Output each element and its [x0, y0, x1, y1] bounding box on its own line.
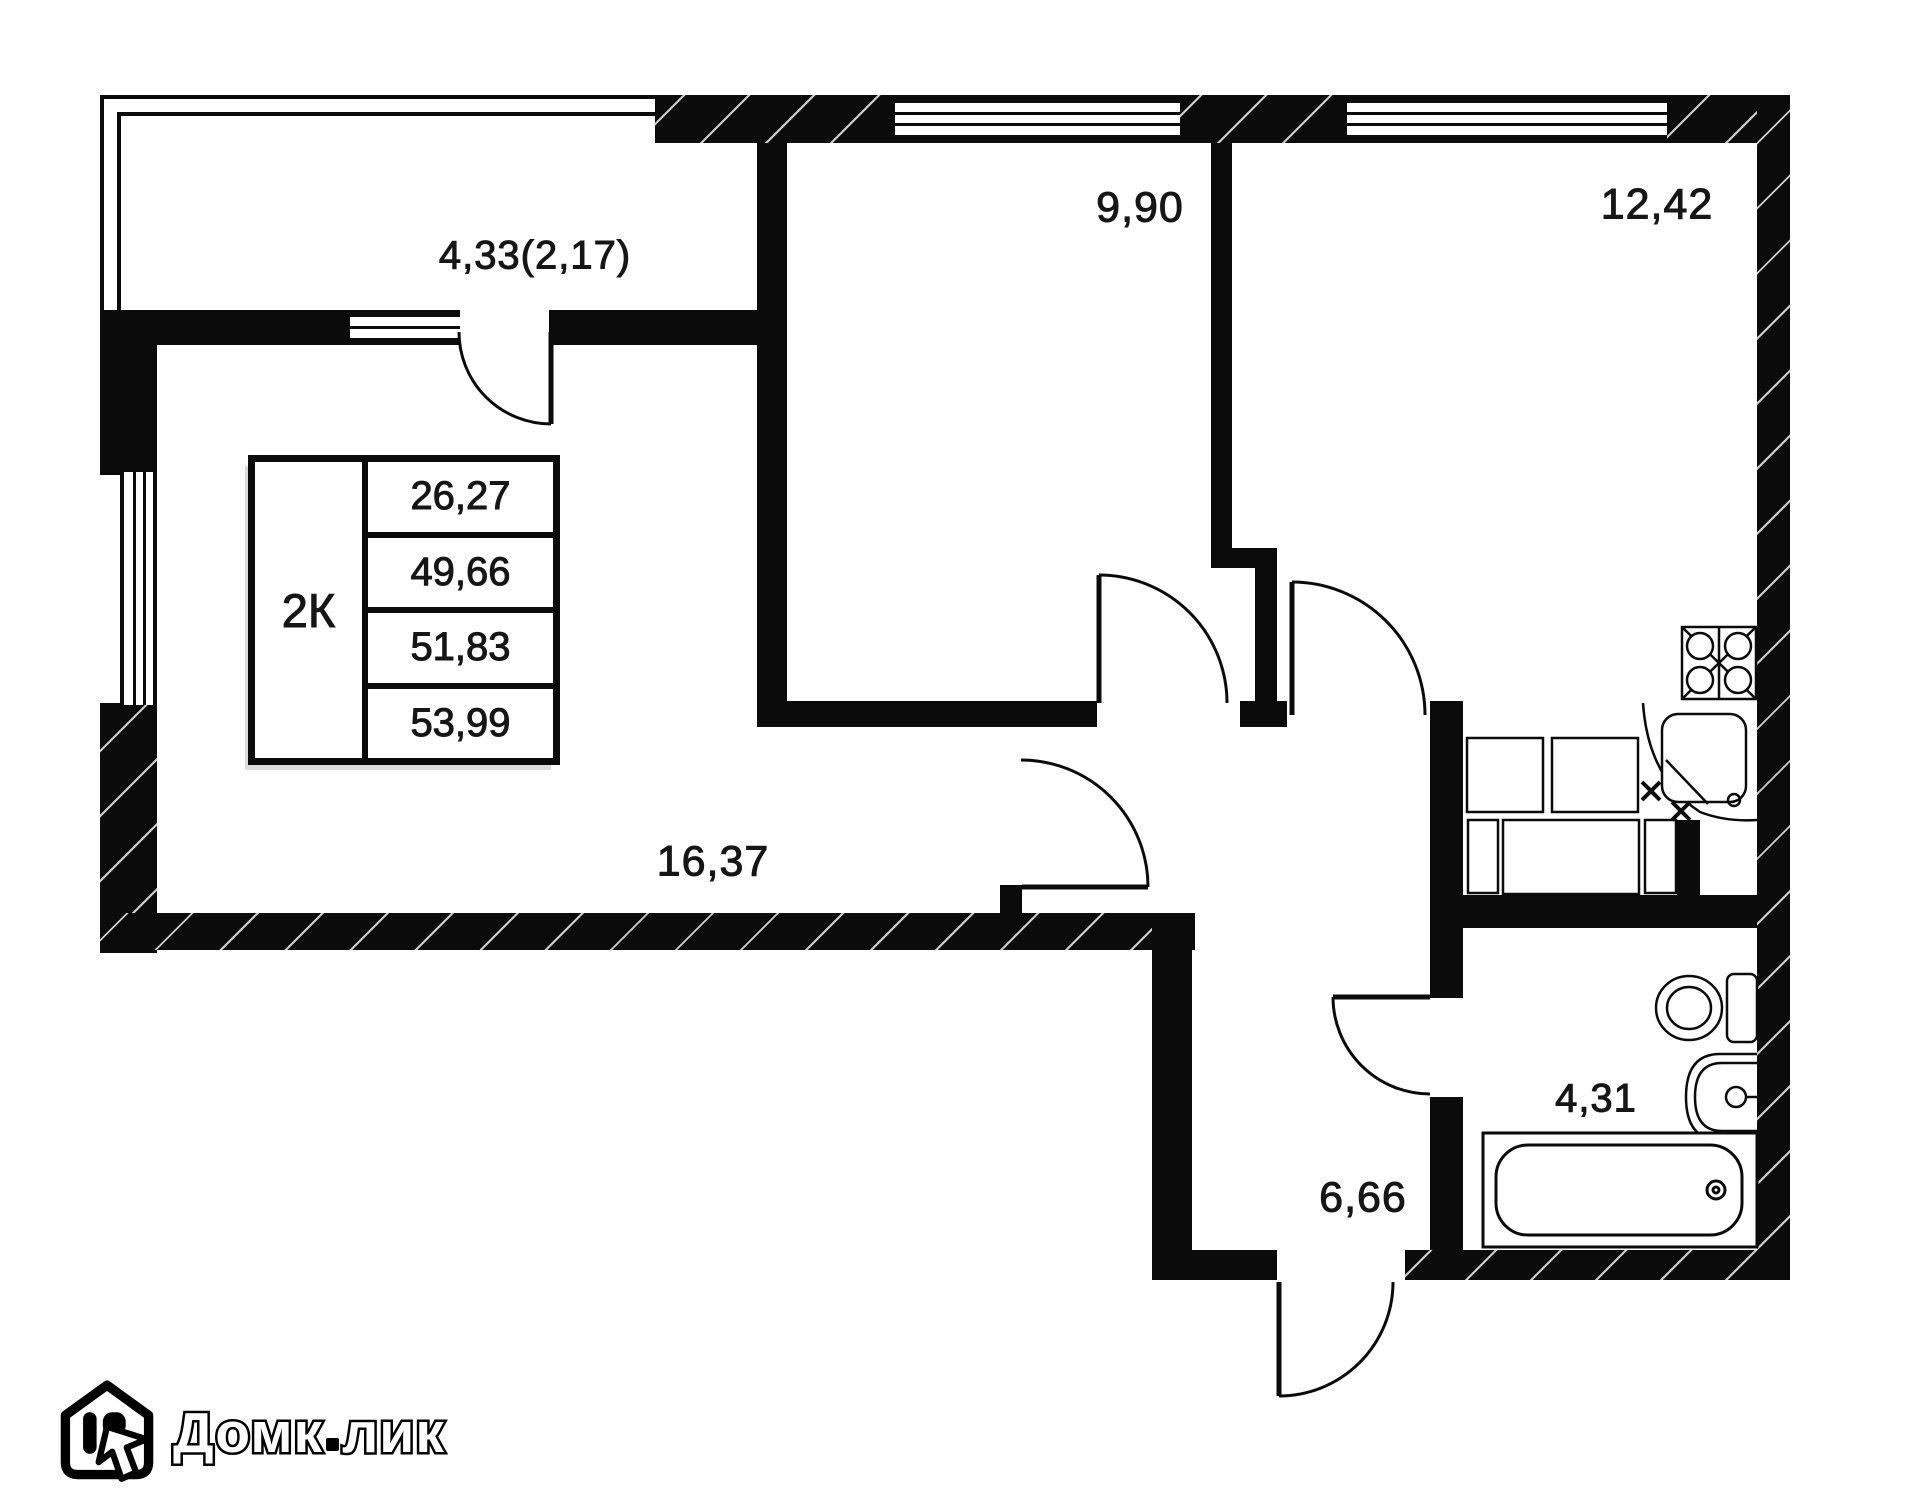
window-kitchen	[1347, 95, 1667, 143]
domclick-wordmark-left: Домк	[170, 1399, 324, 1468]
wall-bathroom-top	[1463, 895, 1757, 928]
toilet-icon	[1654, 972, 1759, 1044]
wall-bottom-living	[100, 913, 1195, 950]
door-arc-bathroom	[1331, 996, 1431, 1096]
kitchen-counter-icons	[1465, 736, 1678, 896]
domclick-house-icon	[60, 1380, 154, 1482]
wall-bottom-hall	[1152, 1250, 1277, 1280]
wall-stub-foot	[1240, 701, 1287, 727]
balcony-wall-left-outer	[100, 95, 104, 310]
stove-icon	[1680, 625, 1758, 701]
bathroom-area-label: 4,31	[1555, 1076, 1637, 1121]
wall-kitchen-left-lower	[1430, 1097, 1463, 1280]
table-row: 26,27	[368, 462, 553, 538]
wall-right-outer	[1757, 95, 1790, 1280]
door-arc-bedroom	[1098, 573, 1229, 704]
unit-type-cell: 2К	[255, 462, 368, 758]
table-row: 53,99	[410, 700, 511, 745]
door-arc-balcony	[457, 331, 552, 426]
window-bedroom	[895, 95, 1180, 143]
living-room-area-label: 16,37	[656, 837, 770, 886]
wall-balcony-living-b	[549, 310, 787, 345]
hallway-area-label: 6,66	[1319, 1173, 1407, 1222]
wall-left-lower	[100, 703, 157, 953]
wall-bottom-right	[1405, 1250, 1790, 1280]
balcony-wall-top-inner	[117, 112, 655, 116]
wall-balcony-living-a	[122, 310, 350, 345]
balcony-wall-left-inner	[117, 112, 121, 310]
balcony-wall-top-outer	[100, 95, 655, 99]
wall-door-stub-living	[1000, 885, 1022, 913]
wall-top-left	[655, 95, 895, 143]
balcony-area-label: 4,33(2,17)	[438, 233, 632, 278]
unit-info-table: 2К 26,27 49,66 51,83 53,99	[248, 455, 560, 765]
wall-hallway-left	[1152, 913, 1192, 1280]
kitchen-area-label: 12,42	[1600, 180, 1714, 229]
wall-stub	[1255, 555, 1277, 705]
wall-bedroom-kitchen	[1211, 143, 1232, 553]
door-arc-living	[1020, 758, 1150, 888]
wall-bedroom-bottom	[787, 701, 1097, 727]
window-living-left	[120, 472, 157, 705]
table-row: 49,66	[368, 538, 553, 613]
bathtub-icon	[1481, 1131, 1759, 1249]
kitchen-sink-icon	[1640, 702, 1758, 822]
door-arc-entrance	[1278, 1281, 1395, 1398]
wall-kitchen-left-upper	[1430, 701, 1463, 998]
domclick-logo: Домк лик	[55, 1378, 447, 1488]
domclick-wordmark-dot	[326, 1437, 340, 1451]
window-balcony-wall	[350, 310, 460, 345]
table-row: 51,83	[368, 613, 553, 689]
wall-top-mid	[1180, 95, 1347, 143]
door-arc-kitchen	[1291, 580, 1427, 716]
unit-areas-column: 26,27 49,66 51,83 53,99	[368, 462, 553, 758]
washbasin-icon	[1684, 1052, 1760, 1142]
wall-bedroom-left	[757, 143, 787, 727]
wall-kitchen-partition	[1677, 820, 1700, 895]
domclick-wordmark-right: лик	[340, 1399, 447, 1468]
bedroom-area-label: 9,90	[1096, 183, 1184, 232]
wall-left-upper	[100, 310, 157, 475]
